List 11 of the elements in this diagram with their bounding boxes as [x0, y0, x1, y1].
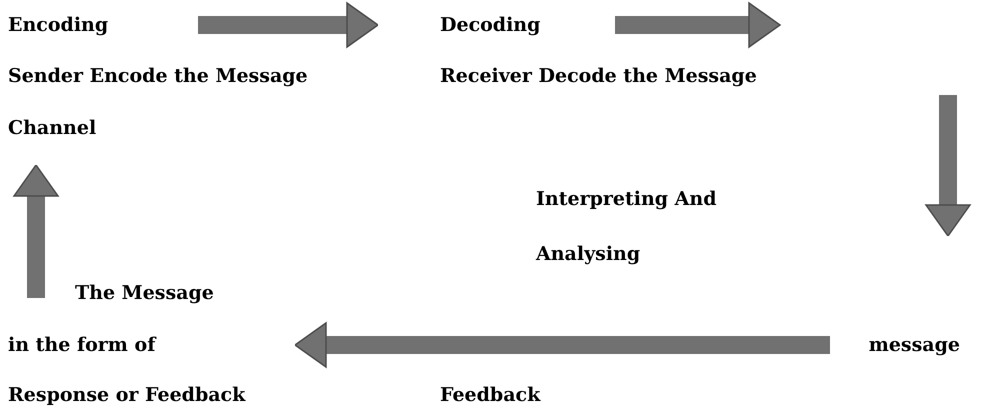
text-label: Feedback	[440, 383, 542, 407]
block-arrow	[925, 95, 971, 237]
block-arrow	[294, 322, 830, 368]
text-label: Receiver Decode the Message	[440, 64, 758, 89]
text-label: Sender Encode the Message	[8, 64, 309, 89]
block-arrow	[198, 2, 379, 48]
block-arrow	[615, 2, 781, 48]
text-label: Response or Feedback	[8, 383, 247, 407]
block-arrow	[13, 164, 59, 298]
text-label: Interpreting And Analysing	[536, 187, 718, 267]
text-label: The Message	[75, 281, 215, 306]
